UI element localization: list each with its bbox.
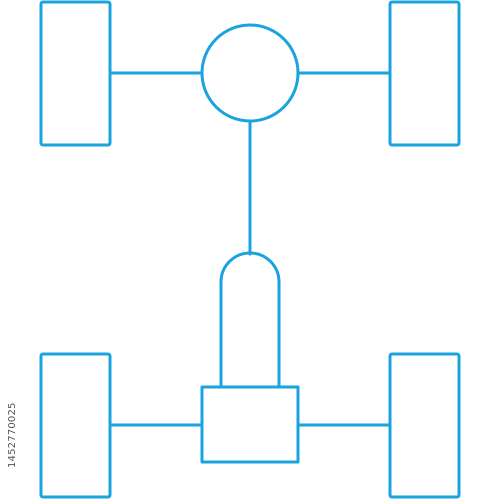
stock-id-label: 1452770025	[7, 402, 18, 468]
transmission-housing	[219, 251, 281, 389]
front-differential	[200, 23, 300, 123]
front-right-wheel	[388, 0, 461, 147]
rear-left-wheel	[39, 352, 112, 499]
rear-right-wheel	[388, 352, 461, 499]
rear-differential	[200, 385, 300, 464]
front-left-wheel	[39, 0, 112, 147]
